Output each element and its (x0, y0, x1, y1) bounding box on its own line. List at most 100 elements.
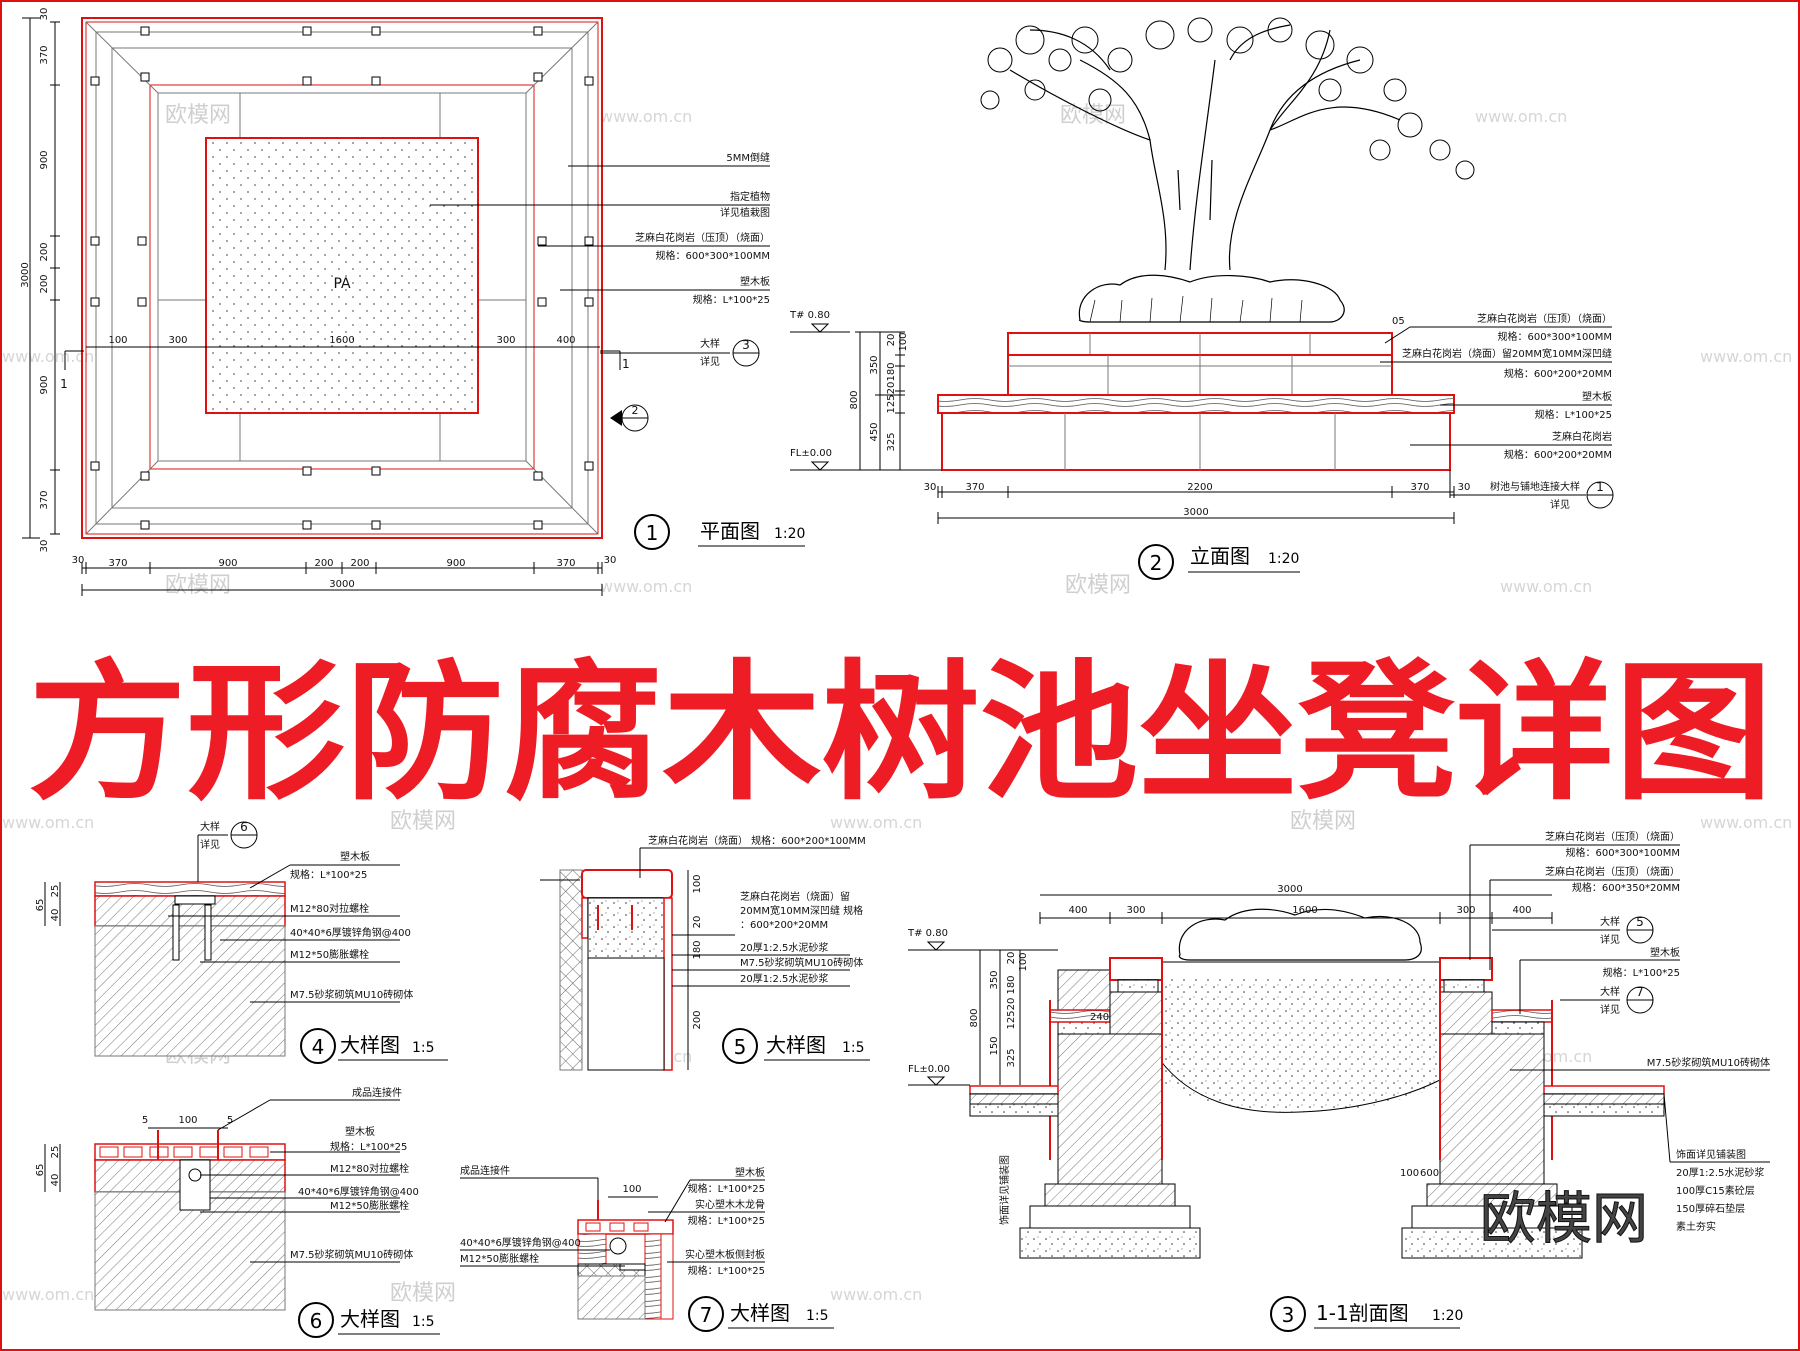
detail-7: 100 成品连接件 40*40*6厚镀锌角钢@400 M12*50膨胀螺栓 塑木… (460, 1164, 834, 1332)
watermark-url: www.om.cn (1700, 347, 1792, 366)
svg-text:300: 300 (168, 335, 187, 346)
svg-text:大样图: 大样图 (340, 1033, 400, 1057)
svg-text:成品连接件: 成品连接件 (460, 1164, 510, 1177)
svg-text:370: 370 (108, 558, 127, 569)
svg-text:规格：L*100*25: 规格：L*100*25 (1535, 408, 1612, 421)
svg-text:规格：L*100*25: 规格：L*100*25 (688, 1264, 765, 1277)
svg-text:370: 370 (39, 490, 50, 509)
svg-text:M12*80对拉螺栓: M12*80对拉螺栓 (330, 1162, 409, 1175)
svg-text:325: 325 (1006, 1048, 1017, 1067)
svg-text:65: 65 (35, 899, 46, 912)
svg-text:4: 4 (312, 1035, 325, 1059)
svg-text:30: 30 (72, 555, 85, 566)
svg-text:25: 25 (50, 885, 61, 898)
svg-text:7: 7 (1636, 985, 1644, 999)
svg-text:FL±0.00: FL±0.00 (908, 1064, 950, 1075)
watermark-url: www.om.cn (1475, 107, 1567, 126)
svg-text:1:20: 1:20 (1432, 1308, 1463, 1324)
svg-text:M12*50膨胀螺栓: M12*50膨胀螺栓 (290, 948, 369, 961)
svg-text:100厚C15素砼层: 100厚C15素砼层 (1676, 1184, 1755, 1197)
svg-text:2: 2 (632, 404, 639, 417)
svg-text:400: 400 (556, 335, 575, 346)
watermark-url: www.om.cn (2, 347, 94, 366)
svg-text:塑木板: 塑木板 (1650, 946, 1680, 959)
plan-area-label: PA (333, 276, 351, 292)
svg-text:立面图: 立面图 (1190, 544, 1250, 568)
svg-text:2: 2 (1150, 551, 1163, 575)
svg-text:1:5: 1:5 (412, 1040, 435, 1056)
svg-text:T# 0.80: T# 0.80 (907, 928, 948, 939)
svg-text:100: 100 (1400, 1168, 1419, 1179)
svg-text:详见: 详见 (700, 355, 720, 368)
svg-text:大样: 大样 (1600, 915, 1620, 928)
svg-text:180: 180 (692, 940, 703, 959)
svg-text:3: 3 (1282, 1303, 1295, 1327)
svg-text:350: 350 (869, 355, 880, 374)
svg-text:30: 30 (604, 555, 617, 566)
svg-text:3: 3 (742, 338, 750, 352)
svg-text:370: 370 (965, 482, 984, 493)
watermark-text: 欧模网 (165, 573, 231, 598)
svg-text:6: 6 (310, 1309, 323, 1333)
svg-text:400: 400 (1068, 905, 1087, 916)
svg-text:1:5: 1:5 (412, 1314, 435, 1330)
svg-text:900: 900 (39, 375, 50, 394)
svg-text:详见: 详见 (1550, 498, 1570, 511)
svg-text:7: 7 (700, 1303, 713, 1327)
svg-text:素土夯实: 素土夯实 (1676, 1220, 1716, 1233)
svg-text:800: 800 (969, 1008, 980, 1027)
svg-text:150: 150 (989, 1036, 1000, 1055)
watermark-url: www.om.cn (600, 577, 692, 596)
svg-text:5MM倒缝: 5MM倒缝 (726, 151, 770, 164)
svg-text:100: 100 (1018, 952, 1029, 971)
svg-text:芝麻白花岗岩（压顶）（烧面）: 芝麻白花岗岩（压顶）（烧面） (635, 231, 770, 244)
svg-text:规格：600*350*20MM: 规格：600*350*20MM (1572, 881, 1680, 894)
svg-text:20MM宽10MM深凹缝 规格: 20MM宽10MM深凹缝 规格 (740, 904, 863, 917)
svg-text:芝麻白花岗岩（烧面） 规格：600*200*100MM: 芝麻白花岗岩（烧面） 规格：600*200*100MM (648, 834, 866, 847)
svg-text:150厚碎石垫层: 150厚碎石垫层 (1676, 1202, 1745, 1215)
svg-text:规格：600*200*20MM: 规格：600*200*20MM (1504, 448, 1612, 461)
svg-text:M7.5砂浆砌筑MU10砖砌体: M7.5砂浆砌筑MU10砖砌体 (1647, 1056, 1770, 1069)
svg-text:3000: 3000 (1183, 507, 1208, 518)
svg-text:1600: 1600 (1292, 905, 1317, 916)
svg-text:800: 800 (849, 390, 860, 409)
watermark-text: 欧模网 (390, 809, 456, 834)
svg-text:30: 30 (39, 540, 50, 553)
planting-area (205, 137, 479, 414)
svg-text:600: 600 (1420, 1168, 1439, 1179)
svg-text:1: 1 (622, 357, 630, 371)
svg-text:40: 40 (50, 909, 61, 922)
svg-text:20: 20 (1006, 998, 1017, 1011)
svg-text:大样图: 大样图 (730, 1301, 790, 1325)
svg-text:3000: 3000 (20, 262, 31, 287)
svg-text:1600: 1600 (329, 335, 354, 346)
svg-text:5: 5 (142, 1115, 148, 1126)
svg-text:详见: 详见 (1600, 933, 1620, 946)
svg-text:芝麻白花岗岩（压顶）（烧面）: 芝麻白花岗岩（压顶）（烧面） (1545, 830, 1680, 843)
lower-granite (941, 412, 1451, 471)
svg-text:芝麻白花岗岩（烧面）留: 芝麻白花岗岩（烧面）留 (740, 890, 850, 903)
svg-text:大样: 大样 (200, 820, 220, 833)
svg-text:20厚1:2.5水泥砂浆: 20厚1:2.5水泥砂浆 (740, 941, 828, 954)
svg-text:350: 350 (989, 970, 1000, 989)
svg-text:30: 30 (39, 8, 50, 21)
svg-text:100: 100 (178, 1115, 197, 1126)
svg-text:1-1剖面图: 1-1剖面图 (1316, 1301, 1409, 1325)
svg-text:详见: 详见 (1600, 1003, 1620, 1016)
watermark-url: www.om.cn (830, 1285, 922, 1304)
watermark-url: www.om.cn (2, 813, 94, 832)
svg-text:实心塑木板侧封板: 实心塑木板侧封板 (685, 1248, 765, 1261)
svg-text:M12*50膨胀螺栓: M12*50膨胀螺栓 (330, 1199, 409, 1212)
svg-text:成品连接件: 成品连接件 (352, 1086, 402, 1099)
svg-text:规格：600*200*20MM: 规格：600*200*20MM (1504, 367, 1612, 380)
svg-text:100: 100 (622, 1184, 641, 1195)
svg-text:规格：L*100*25: 规格：L*100*25 (688, 1214, 765, 1227)
svg-text:300: 300 (1126, 905, 1145, 916)
svg-text:40*40*6厚镀锌角钢@400: 40*40*6厚镀锌角钢@400 (298, 1185, 419, 1198)
svg-text:指定植物: 指定植物 (730, 190, 770, 203)
svg-text:200: 200 (39, 274, 50, 293)
watermark-url: www.om.cn (2, 1285, 94, 1304)
svg-text:平面图: 平面图 (700, 519, 760, 543)
svg-text:3000: 3000 (1277, 884, 1302, 895)
